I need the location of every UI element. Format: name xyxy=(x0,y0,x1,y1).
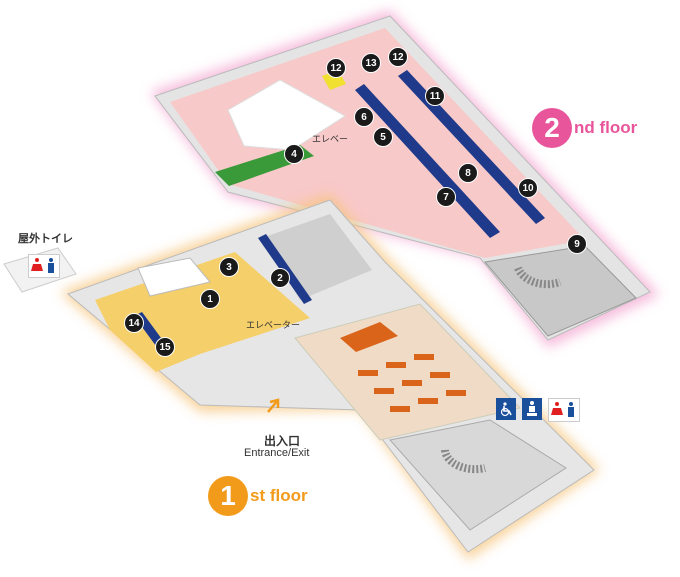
marker-3: 3 xyxy=(219,257,239,277)
marker-9: 9 xyxy=(567,234,587,254)
marker-12-a: 12 xyxy=(326,58,346,78)
second-floor-badge: 2 nd floor xyxy=(532,108,637,148)
second-floor-number: 2 xyxy=(532,108,572,148)
outdoor-toilet-label: 屋外トイレ xyxy=(18,233,73,245)
second-floor-shelf-b xyxy=(398,70,545,224)
baby-changing-icon xyxy=(522,398,542,420)
first-floor-lower-room xyxy=(389,419,567,531)
marker-6: 6 xyxy=(354,107,374,127)
first-floor-spiral-stairs xyxy=(441,449,486,474)
marker-11: 11 xyxy=(425,86,445,106)
second-floor-stairs xyxy=(514,266,562,289)
first-floor-number: 1 xyxy=(208,476,248,516)
elevator-label-1f: エレベーター xyxy=(246,320,301,330)
marker-8: 8 xyxy=(458,163,478,183)
marker-10: 10 xyxy=(518,178,538,198)
first-floor-tables xyxy=(358,354,466,412)
marker-2: 2 xyxy=(270,268,290,288)
second-floor-white-block xyxy=(227,79,346,151)
outdoor-restroom-icon xyxy=(28,254,60,278)
marker-14: 14 xyxy=(124,313,144,333)
second-floor-room xyxy=(484,245,637,337)
wheelchair-icon xyxy=(496,398,516,420)
marker-13: 13 xyxy=(361,53,381,73)
first-floor-orange-table xyxy=(340,322,398,352)
first-floor-plan xyxy=(60,194,600,560)
marker-15: 15 xyxy=(155,337,175,357)
elevator-label-2f: エレベー xyxy=(312,134,349,144)
entrance-label-en: Entrance/Exit xyxy=(244,447,310,459)
marker-12-b: 12 xyxy=(388,47,408,67)
restroom-icon xyxy=(548,398,580,422)
marker-5: 5 xyxy=(373,127,393,147)
first-floor-badge: 1 st floor xyxy=(208,476,308,516)
first-floor-text: st floor xyxy=(250,486,308,505)
entrance-label-jp: 出入口 xyxy=(264,434,301,448)
marker-4: 4 xyxy=(284,144,304,164)
marker-1: 1 xyxy=(200,289,220,309)
second-floor-shelf-a xyxy=(355,84,500,238)
marker-7: 7 xyxy=(436,187,456,207)
entrance-arrow-icon xyxy=(267,398,280,413)
first-floor-stair-area xyxy=(137,257,211,297)
second-floor-text: nd floor xyxy=(574,118,638,137)
